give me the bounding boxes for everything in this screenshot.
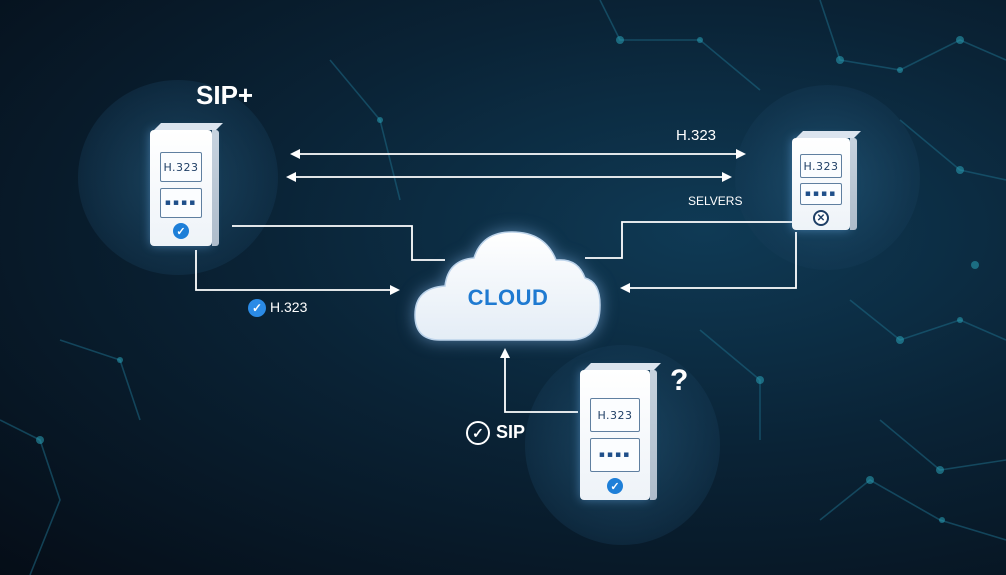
left-server: H.323 ▪▪▪▪ ✓: [150, 123, 223, 246]
h323-status-label: ✓H.323: [248, 299, 308, 318]
error-icon: ✕: [813, 210, 829, 226]
arrow-bottom-to-cloud: [500, 348, 578, 413]
sip-status-label: ✓ SIP: [466, 421, 525, 445]
selvers-label: SELVERS: [688, 194, 743, 208]
h323-top-label: H.323: [676, 127, 717, 144]
question-mark-label: ?: [670, 364, 689, 397]
connector-right-to-cloud: [585, 221, 792, 259]
bottom-server: H.323 ▪▪▪▪ ✓: [580, 363, 661, 500]
server-protocol-slot: H.323: [800, 154, 842, 178]
server-port-slot: ▪▪▪▪: [800, 183, 842, 205]
right-server: H.323 ▪▪▪▪ ✕: [792, 131, 861, 230]
connector-left-to-cloud: [232, 225, 445, 261]
server-protocol-slot: H.323: [160, 152, 202, 182]
check-icon: ✓: [173, 223, 189, 239]
server-protocol-slot: H.323: [590, 398, 640, 432]
sip-bottom-text: SIP: [496, 421, 526, 442]
h323-bottom-left-text: H.323: [270, 299, 308, 315]
check-icon: ✓: [607, 478, 623, 494]
arrow-right-server-to-cloud: [620, 232, 797, 293]
server-port-slot: ▪▪▪▪: [590, 438, 640, 472]
check-circle-icon: ✓: [466, 421, 490, 445]
arrow-left-server-to-cloud: [195, 250, 400, 295]
server-port-slot: ▪▪▪▪: [160, 188, 202, 218]
cloud-label: CLOUD: [467, 285, 549, 310]
sip-plus-label: SIP+: [196, 80, 254, 110]
check-icon: ✓: [248, 299, 266, 318]
